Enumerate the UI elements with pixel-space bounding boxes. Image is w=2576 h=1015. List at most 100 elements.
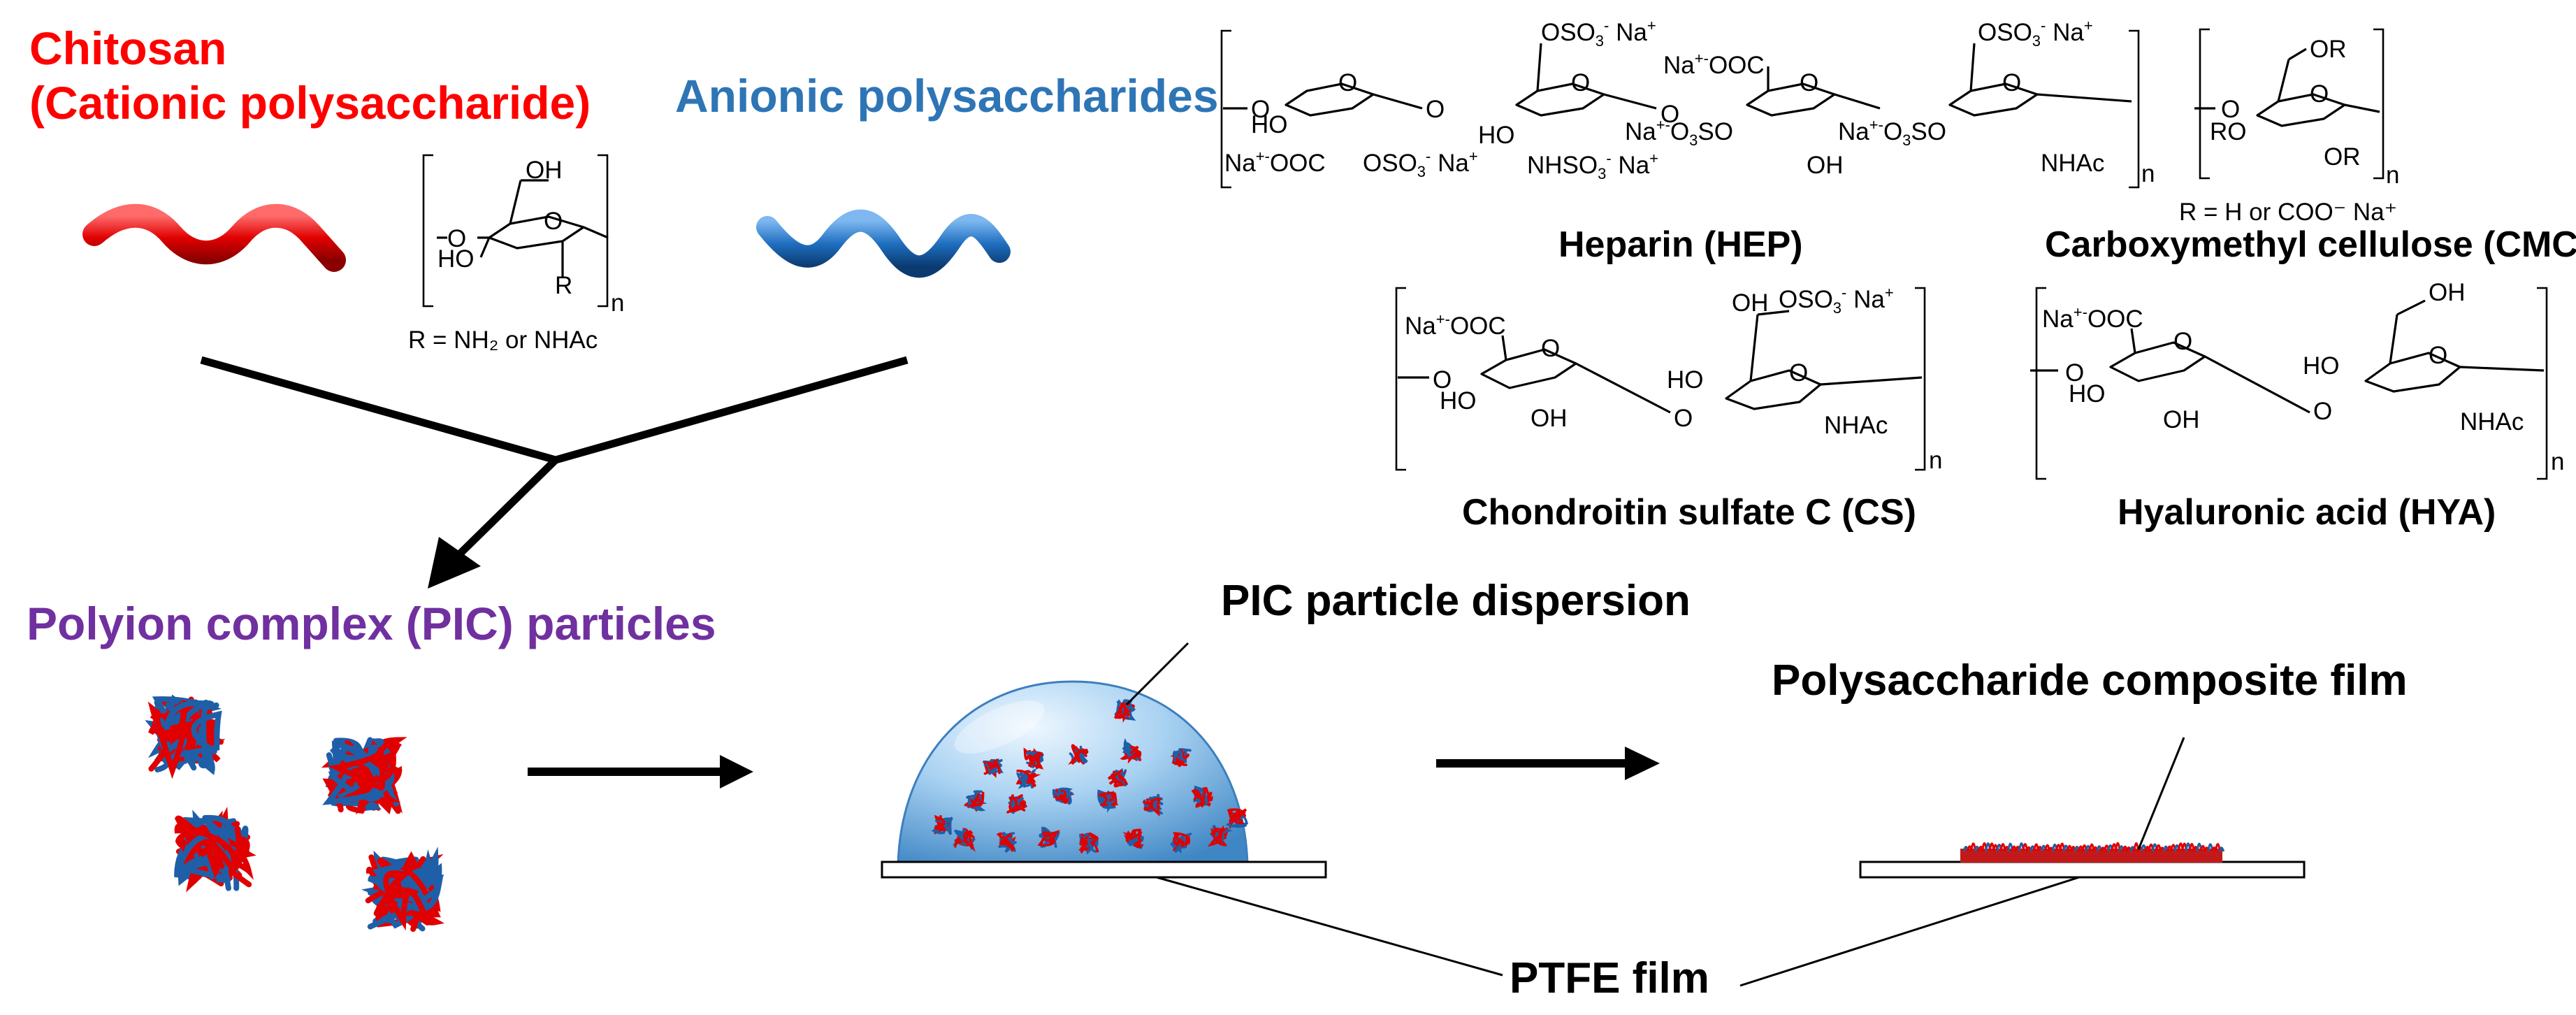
ptfe-label: PTFE film — [1510, 954, 1709, 1002]
pic-particles-group — [145, 694, 444, 933]
dispersed-particle — [1037, 826, 1061, 849]
svg-text:O: O — [1571, 69, 1590, 96]
heparin-structure: O HO O O Na+-OOC OSO3- Na+ OSO3- Na+ Na+… — [1220, 17, 2155, 189]
ptfe-leader-right — [1739, 876, 2080, 987]
svg-text:O: O — [1789, 359, 1808, 387]
svg-text:OR: OR — [2324, 143, 2361, 171]
svg-text:NHAc: NHAc — [1824, 412, 1888, 439]
dispersed-particle — [1191, 785, 1213, 808]
svg-text:O: O — [1800, 69, 1818, 96]
cs-structure: Na+-OOC O O HO OH O OH OSO3- Na+ O HO NH… — [1395, 284, 1942, 474]
pic-particle — [145, 694, 226, 779]
chitosan-r-note: R = NH₂ or NHAc — [408, 326, 598, 354]
dispersion-label: PIC particle dispersion — [1221, 577, 1691, 625]
svg-text:O: O — [1674, 405, 1693, 432]
dispersed-particle — [1078, 832, 1099, 855]
svg-text:O: O — [2002, 69, 2021, 96]
svg-text:HO: HO — [2303, 352, 2340, 380]
svg-text:HO: HO — [1251, 111, 1288, 138]
dispersed-particle — [1122, 828, 1144, 849]
composite-label: Polysaccharide composite film — [1772, 656, 2408, 705]
cs-label: Chondroitin sulfate C (CS) — [1462, 492, 1916, 533]
svg-text:OH: OH — [2429, 279, 2466, 306]
heparin-label: Heparin (HEP) — [1558, 224, 1803, 265]
dispersed-particle — [1143, 793, 1164, 817]
dispersion-leader — [1125, 642, 1189, 706]
svg-text:OH: OH — [1531, 405, 1568, 432]
cmc-structure: OR O O RO OR n R = H or COO⁻ Na⁺ — [2179, 28, 2399, 226]
pic-particle — [321, 737, 407, 815]
svg-text:O: O — [2429, 342, 2447, 369]
svg-text:HO: HO — [437, 245, 475, 273]
dispersed-particle — [1097, 789, 1119, 813]
svg-text:NHAc: NHAc — [2460, 408, 2524, 435]
svg-text:O: O — [2173, 328, 2192, 355]
film-fiber — [2218, 847, 2225, 852]
dispersed-particle — [931, 814, 953, 835]
dispersed-particle — [1052, 787, 1075, 805]
svg-text:n: n — [2141, 160, 2155, 187]
dispersed-particles — [931, 699, 1249, 855]
svg-text:O: O — [447, 225, 466, 252]
dispersed-particle — [1226, 808, 1249, 830]
svg-text:O: O — [2065, 359, 2084, 387]
svg-text:R: R — [555, 272, 572, 299]
svg-text:n: n — [2386, 161, 2399, 189]
cmc-label: Carboxymethyl cellulose (CMC) — [2045, 224, 2576, 265]
dispersed-particle — [1023, 747, 1044, 771]
hya-label: Hyaluronic acid (HYA) — [2118, 492, 2496, 533]
hya-structure: Na+-OOC O O HO OH O OH O HO NHAc n — [2030, 279, 2564, 480]
dispersed-particle — [996, 831, 1017, 854]
svg-text:RO: RO — [2210, 118, 2247, 145]
anionic-title: Anionic polysaccharides — [675, 70, 1219, 122]
svg-text:OH: OH — [2163, 406, 2200, 433]
dispersed-particle — [1120, 737, 1142, 764]
svg-text:NHAc: NHAc — [2041, 150, 2104, 177]
ptfe-substrate-right — [1859, 861, 2306, 879]
svg-text:O: O — [2221, 96, 2240, 123]
svg-text:Na+-OOC: Na+-OOC — [1663, 50, 1765, 79]
svg-text:OSO3- Na+: OSO3- Na+ — [1541, 17, 1656, 50]
dispersed-particle — [1207, 825, 1233, 847]
dispersed-particle — [1170, 748, 1192, 768]
ptfe-leader-left — [1156, 876, 1503, 977]
svg-text:O: O — [1338, 69, 1357, 96]
svg-text:OR: OR — [2310, 36, 2347, 63]
svg-text:Na+-OOC: Na+-OOC — [1224, 147, 1326, 177]
pic-particle — [174, 807, 256, 893]
svg-text:n: n — [611, 289, 624, 317]
merge-arrow — [200, 356, 909, 589]
dispersed-particle — [1068, 744, 1089, 765]
svg-text:O: O — [1433, 366, 1452, 394]
svg-text:n: n — [2551, 448, 2564, 475]
svg-text:O: O — [1426, 96, 1445, 123]
svg-text:O: O — [2313, 398, 2332, 425]
dispersed-particle — [983, 758, 1004, 778]
dispersion-droplet — [897, 680, 1249, 865]
svg-text:OH: OH — [1807, 152, 1844, 179]
chitosan-chain-icon — [82, 203, 346, 272]
dispersed-particle — [952, 828, 976, 852]
svg-text:HO: HO — [2069, 380, 2106, 408]
ptfe-substrate-left — [881, 861, 1327, 879]
svg-text:Na+-OOC: Na+-OOC — [2042, 303, 2143, 333]
svg-text:O: O — [1541, 335, 1560, 362]
anionic-chain-icon — [756, 209, 1011, 278]
dispersed-particle — [1006, 793, 1027, 814]
composite-leader — [2137, 737, 2185, 850]
svg-text:OH: OH — [526, 157, 563, 184]
svg-text:OH: OH — [1732, 289, 1769, 317]
svg-text:NHSO3- Na+: NHSO3- Na+ — [1527, 150, 1658, 182]
process-arrow-1 — [528, 755, 753, 789]
chitosan-title: Chitosan — [29, 22, 226, 74]
svg-text:HO: HO — [1440, 387, 1477, 415]
svg-text:O: O — [1251, 96, 1270, 123]
svg-text:OSO3- Na+: OSO3- Na+ — [1978, 17, 2093, 50]
svg-text:HO: HO — [1667, 366, 1704, 394]
cmc-r-note: R = H or COO⁻ Na⁺ — [2179, 199, 2397, 226]
dispersed-particle — [1170, 832, 1192, 854]
svg-text:O: O — [1660, 101, 1679, 128]
svg-text:O: O — [544, 208, 563, 235]
